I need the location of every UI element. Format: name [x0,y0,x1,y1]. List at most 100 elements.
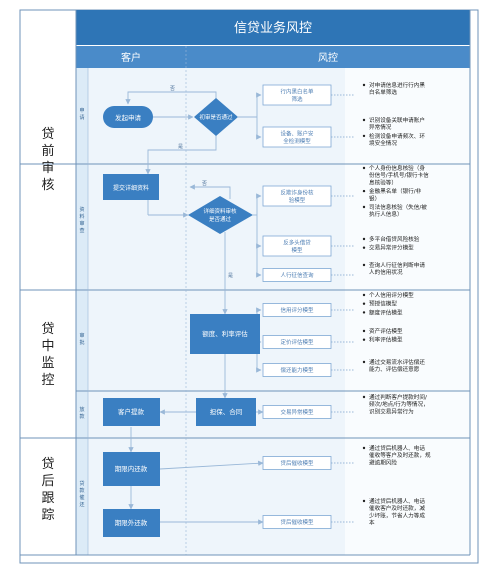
svg-text:担保、合同: 担保、合同 [210,407,243,416]
lane-approve-label: 审 批 [79,332,84,346]
svg-text:还: 还 [79,501,84,508]
phase-mid-loan-label: 贷 中 监 控 [41,322,54,388]
note-line: 多平台借贷风险核验 [369,235,420,243]
note-line: 查询人行征信判断申请 [369,261,425,269]
note-line: 避逾期风险 [369,458,397,466]
note-line: 少坏账，节省人力等成 [369,511,425,519]
bullet-dot [362,302,366,305]
bullet-dot [362,395,366,399]
svg-text:催: 催 [79,494,84,501]
note-line: 异常情况 [369,123,392,131]
bullet-dot [362,338,366,341]
note-line: 份信号/手机号/银行卡信 [369,171,429,179]
model-label: 全检测模型 [283,137,311,145]
header-bar [76,10,470,45]
note-line: 个人身份信息核验（身 [369,164,425,172]
model-credit_score: 信用评分模型 [262,303,332,317]
bullet-dot [362,446,366,450]
svg-text:审: 审 [79,220,84,227]
note-line: 执行人信息） [369,210,403,218]
process-in-term-collection: 期限内还款 [103,452,160,486]
svg-text:贷: 贷 [79,480,84,487]
svg-text:详细资料审核: 详细资料审核 [203,207,237,215]
model-label: 行内黑白名单 [280,87,314,95]
note-line: 通过贷后机器人、电话 [369,497,425,505]
svg-text:贷: 贷 [41,127,54,142]
note-line: 个人信用评分模型 [369,291,414,299]
svg-text:贷: 贷 [41,457,54,472]
model-label: 筛选 [291,95,303,103]
note-line: 境安全情况 [369,139,397,147]
bullet-dot [362,118,366,122]
svg-text:请: 请 [79,114,84,121]
note-line: 能力、评估偿还意愿 [369,365,420,373]
model-label: 反欺诈身份核 [280,188,314,196]
customer-column-header [76,46,186,68]
note-line: 交易异常评分模型 [369,244,414,252]
label-no-first: 否 [170,86,175,92]
note-line: 识别设备关联申请账户 [369,116,425,124]
note-line: 通过判断客户提款时间/ [369,393,427,401]
note-line: 本 [369,519,375,527]
svg-text:申: 申 [79,107,84,114]
decision-first-review: 初审是否通过 [194,98,238,136]
svg-text:控: 控 [41,373,54,388]
svg-text:款: 款 [79,487,84,494]
model-postloan_1: 贷后催收模型 [262,456,332,470]
note-line: 资产评估模型 [369,327,403,335]
svg-text:资: 资 [79,206,84,213]
process-submit-docs: 提交详细资料 [103,174,159,200]
svg-text:初审是否通过: 初审是否通过 [199,113,233,121]
model-postloan_2: 贷后催收模型 [262,515,332,529]
note-line: 检测设备申请频次、环 [369,132,425,140]
process-apply: 发起申请 [103,106,153,128]
bullet-dot [362,134,366,138]
phase-post-loan-label: 贷 后 跟 踪 [41,457,54,523]
model-label: 模型 [291,246,303,254]
note-line: 频次/地点/行为等情况， [369,400,429,408]
model-label: 验模型 [289,196,306,204]
note-line: 催收客户及时还款，减 [369,504,425,512]
svg-text:前: 前 [41,143,54,159]
note-line: 息核验等） [369,178,397,186]
process-guarantee-contract: 担保、合同 [196,398,256,426]
model-label: 信用评分模型 [280,306,314,314]
model-label: 设备、账户安 [280,129,314,137]
svg-text:核: 核 [41,178,54,193]
bullet-dot [362,166,366,170]
note-line: 通过交易流水评估偿还 [369,358,425,366]
note-line: 催收等客户及时还款，规 [369,451,431,459]
risk-models: 行内黑白名单筛选设备、账户安全检测模型反欺诈身份核验模型反多头借贷模型人行征信查… [262,84,332,529]
note-line: 司法信息核验（失信/被 [369,203,427,211]
risk-notes: 对申请信息进行行内黑白名单筛选识别设备关联申请账户异常情况检测设备申请频次、环境… [362,81,431,527]
bullet-dot [362,189,366,193]
svg-text:期限外还款: 期限外还款 [115,518,148,527]
lane-collect-label: 贷 款 催 还 [79,480,84,508]
label-yes-first: 是 [178,144,183,150]
customer-column-label: 客户 [121,51,141,64]
model-credit_query: 人行征信查询 [262,268,332,282]
svg-text:贷: 贷 [41,322,54,337]
svg-text:客户提款: 客户提款 [118,407,145,416]
bullet-dot [362,311,366,314]
label-yes-detail: 是 [228,273,233,279]
lane-apply-label: 申 请 [79,107,84,121]
svg-text:监: 监 [41,356,54,371]
svg-text:查: 查 [79,227,84,234]
svg-text:跟: 跟 [41,491,54,506]
model-txn_anomaly: 交易异常模型 [262,405,332,419]
bullet-dot [362,246,366,249]
note-line: 利率评估模型 [369,336,403,344]
note-txn_anomaly: 通过判断客户提款时间/频次/地点/行为等情况，识别交易异常行为 [362,393,429,415]
process-customer-withdraw: 客户提款 [103,398,160,426]
svg-text:发起申请: 发起申请 [115,113,142,122]
